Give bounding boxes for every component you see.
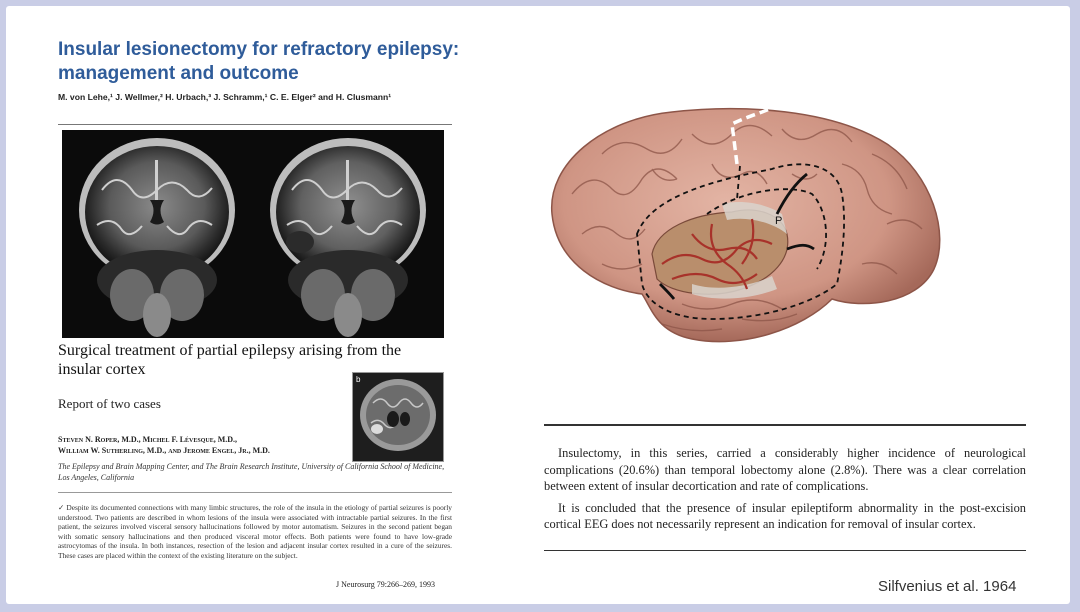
paper1-divider xyxy=(58,124,452,125)
paper2-authors-line1: Steven N. Roper, M.D., Michel F. Lévesqu… xyxy=(58,435,238,444)
paper2-divider xyxy=(58,492,452,493)
paper2-authors: Steven N. Roper, M.D., Michel F. Lévesqu… xyxy=(58,434,270,456)
source-credit: Silfvenius et al. 1964 xyxy=(878,578,1017,595)
quote-paragraph-2: It is concluded that the presence of ins… xyxy=(544,500,1026,532)
quote-block: Insulectomy, in this series, carried a c… xyxy=(544,424,1026,551)
mri-coronal-images xyxy=(62,130,444,338)
quote-bottom-rule xyxy=(544,549,1026,551)
paper1-title: Insular lesionectomy for refractory epil… xyxy=(58,39,460,84)
paper2-title: Surgical treatment of partial epilepsy a… xyxy=(58,342,402,378)
paper2-affiliation: The Epilepsy and Brain Mapping Center, a… xyxy=(58,462,445,482)
figure-marker-p: P xyxy=(775,215,782,227)
slide: Insular lesionectomy for refractory epil… xyxy=(6,6,1070,604)
mri-inset-image: b xyxy=(352,372,444,462)
inset-panel-label: b xyxy=(356,375,361,384)
quote-paragraph-1: Insulectomy, in this series, carried a c… xyxy=(544,446,1026,493)
brain-illustration: P xyxy=(542,94,952,359)
paper2-subtitle: Report of two cases xyxy=(58,396,161,411)
paper2-citation: J Neurosurg 79:266–269, 1993 xyxy=(336,580,435,589)
paper2-abstract: ✓ Despite its documented connections wit… xyxy=(58,503,452,560)
paper2-authors-line2: William W. Sutherling, M.D., and Jerome … xyxy=(58,446,270,455)
paper1-authors: M. von Lehe,¹ J. Wellmer,² H. Urbach,³ J… xyxy=(58,92,392,102)
quote-top-rule xyxy=(544,424,1026,426)
